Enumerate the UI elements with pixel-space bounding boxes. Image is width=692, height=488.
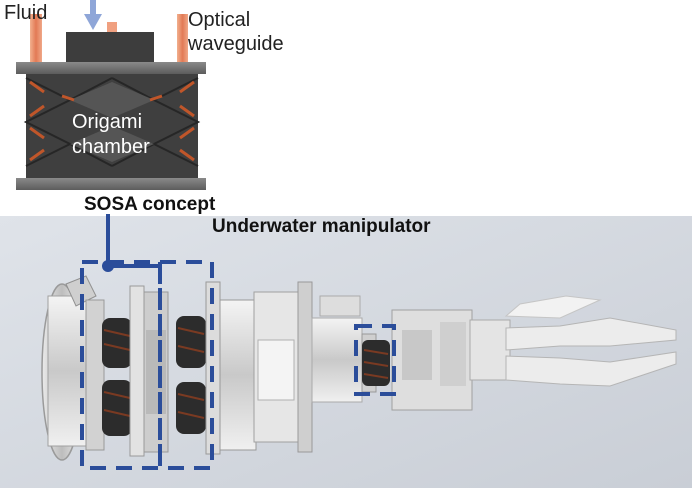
fluid-arrow-icon bbox=[84, 0, 102, 30]
optical-waveguide-right bbox=[177, 14, 188, 64]
origami-chamber-module bbox=[16, 0, 206, 190]
sosa-concept-label: SOSA concept bbox=[84, 194, 215, 216]
underwater-manipulator-label: Underwater manipulator bbox=[212, 216, 431, 238]
bottom-plate bbox=[16, 178, 206, 190]
origami-label-line2: chamber bbox=[72, 136, 150, 158]
origami-chamber-label: Origami chamber bbox=[72, 110, 150, 160]
fluid-label: Fluid bbox=[4, 2, 47, 25]
origami-label-line1: Origami bbox=[72, 111, 142, 133]
top-plate bbox=[16, 62, 206, 74]
optical-label-line2: waveguide bbox=[188, 33, 284, 55]
optical-waveguide-label: Optical waveguide bbox=[188, 8, 284, 56]
optical-label-line1: Optical bbox=[188, 9, 250, 31]
top-cap bbox=[66, 32, 154, 64]
